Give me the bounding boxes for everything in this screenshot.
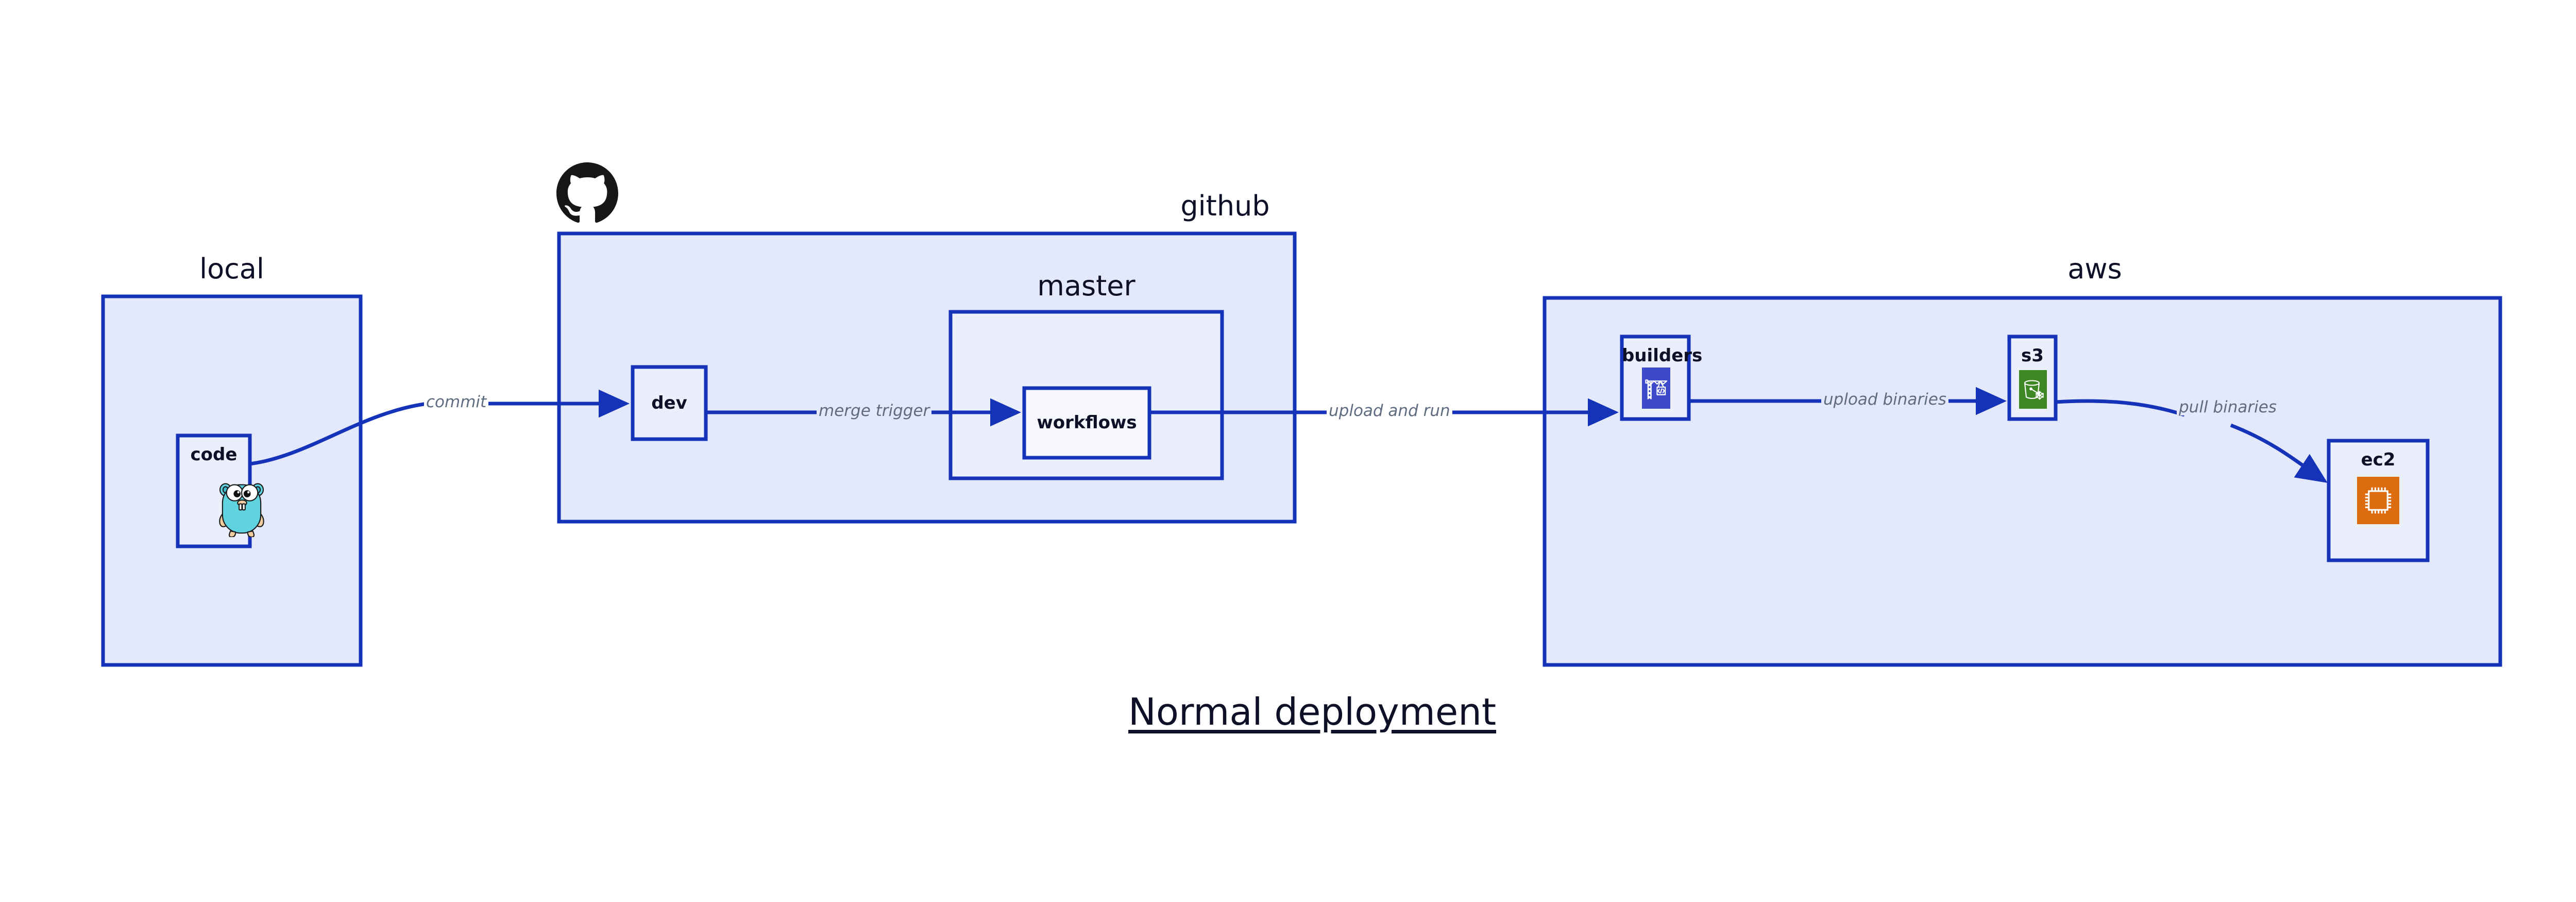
github-octocat-icon	[556, 162, 618, 223]
edge-pull-binaries	[2055, 399, 2328, 483]
s3-icon-bg	[2019, 370, 2047, 409]
diagram-title: Normal deployment	[1128, 690, 1497, 733]
node-dev	[631, 365, 708, 441]
edge-label-merge-trigger: merge trigger	[817, 403, 932, 419]
node-label-dev: dev	[651, 393, 687, 413]
builders-icon-bg	[1642, 368, 1670, 409]
node-label-code: code	[190, 444, 238, 465]
node-workflows	[1022, 386, 1151, 460]
edge-label-upload-binaries: upload binaries	[1821, 392, 1948, 408]
group-label-local: local	[199, 253, 264, 285]
node-label-s3: s3	[2021, 345, 2044, 366]
edge-label-pull-binaries: pull binaries	[2177, 399, 2279, 415]
ec2-icon-bg	[2357, 477, 2399, 524]
group-label-master: master	[1037, 270, 1136, 302]
node-label-builders: builders	[1622, 345, 1703, 366]
group-label-aws: aws	[2067, 253, 2122, 285]
edge-label-upload-and-run: upload and run	[1327, 403, 1452, 419]
node-label-workflows: workflows	[1037, 412, 1137, 433]
edge-label-commit: commit	[424, 394, 489, 410]
node-label-ec2: ec2	[2361, 449, 2396, 470]
group-label-github: github	[1180, 190, 1270, 222]
